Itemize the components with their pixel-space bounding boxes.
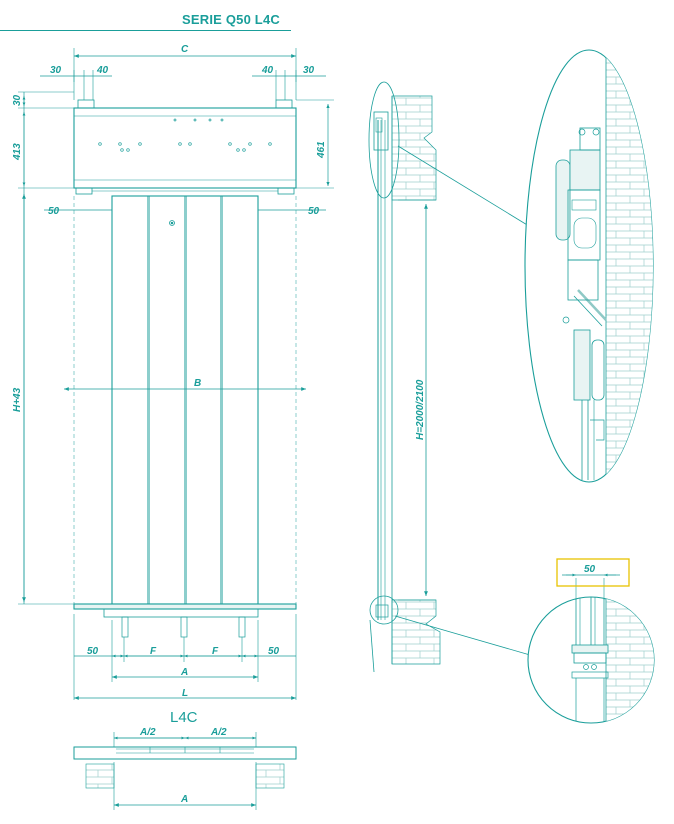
front-view bbox=[18, 48, 334, 700]
dim-left-30: 30 bbox=[50, 65, 62, 76]
plan-view-labels: L4C A/2 A/2 A bbox=[139, 709, 227, 805]
dim-right-30: 30 bbox=[303, 65, 315, 76]
dim-l: L bbox=[182, 688, 188, 699]
dim-a-half-right: A/2 bbox=[210, 727, 227, 738]
dim-b: B bbox=[194, 378, 201, 389]
dim-left-top-30: 30 bbox=[12, 94, 23, 106]
header: SERIE Q50 L4C bbox=[0, 8, 674, 32]
dim-left-40: 40 bbox=[96, 65, 109, 76]
dim-f-left: F bbox=[150, 646, 157, 657]
plan-view-title: L4C bbox=[170, 709, 198, 726]
dim-c: C bbox=[181, 44, 189, 55]
dim-detail-50: 50 bbox=[584, 564, 596, 575]
dim-right-461: 461 bbox=[316, 141, 327, 159]
header-rule bbox=[0, 30, 291, 31]
dim-right-50: 50 bbox=[308, 206, 320, 217]
dim-a-half-left: A/2 bbox=[139, 727, 156, 738]
dim-plan-a: A bbox=[180, 794, 188, 805]
front-view-dim-labels: C 30 40 40 30 30 413 461 50 50 H+43 B 50… bbox=[12, 44, 327, 699]
dim-a: A bbox=[180, 667, 188, 678]
dim-bottom-left-50: 50 bbox=[87, 646, 99, 657]
detail-bottom-dim: 50 bbox=[556, 558, 630, 587]
detail-bottom bbox=[527, 573, 655, 724]
plan-view bbox=[73, 732, 297, 810]
dim-bottom-right-50: 50 bbox=[268, 646, 280, 657]
dim-right-40: 40 bbox=[261, 65, 274, 76]
dim-highlight-box bbox=[556, 558, 630, 587]
dim-f-right: F bbox=[212, 646, 219, 657]
dim-left-413: 413 bbox=[12, 143, 23, 161]
dim-section-h: H=2000/2100 bbox=[415, 379, 426, 440]
detail-top bbox=[524, 49, 654, 483]
section-view bbox=[368, 81, 543, 673]
series-title: SERIE Q50 L4C bbox=[182, 12, 280, 27]
dim-left-50: 50 bbox=[48, 206, 60, 217]
dim-h43: H+43 bbox=[12, 387, 23, 412]
